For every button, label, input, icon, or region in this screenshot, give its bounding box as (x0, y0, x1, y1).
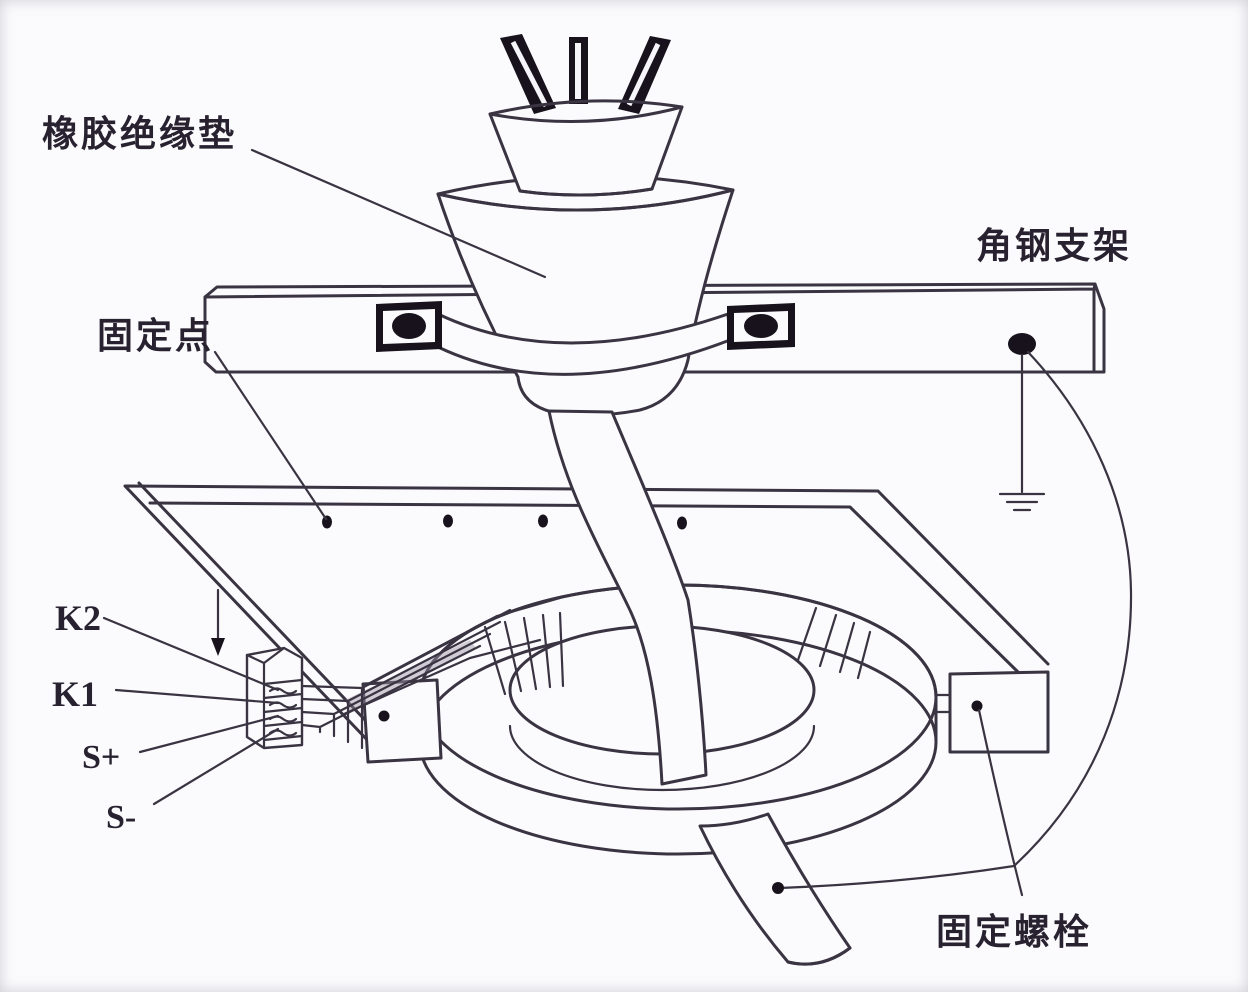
tray-inner-edge (148, 501, 1020, 674)
left-corner-bolt-dot (378, 710, 390, 722)
label-fixing-bolt: 固定螺栓 (936, 911, 1092, 952)
bushing (436, 174, 735, 417)
k2-leader (102, 616, 280, 692)
ring-winding-left (483, 611, 565, 696)
label-terminal-s-plus: S+ (82, 739, 120, 776)
terminal-rows (262, 678, 304, 742)
annotations (102, 148, 1133, 897)
cable-ground-dot (772, 882, 784, 894)
terminal-block (245, 646, 304, 750)
right-bolt-oval (744, 314, 778, 338)
rubber-pad-leader (250, 148, 547, 279)
cup-rim-back (488, 99, 684, 116)
cone-rim-front (436, 188, 735, 212)
tray-corner-blocks (361, 670, 1050, 764)
mounting-tray (123, 481, 1050, 747)
tray-hole-dot-2 (443, 514, 453, 528)
ring-winding-right (796, 606, 872, 680)
tray-hole-dot-4 (677, 516, 687, 530)
beam-bolt-dot (1008, 333, 1036, 355)
label-rubber-pad: 橡胶绝缘垫 (42, 113, 237, 154)
fixing-bolt-dot (971, 700, 983, 712)
label-angle-steel-bracket: 角钢支架 (976, 225, 1132, 266)
label-terminal-k2: K2 (55, 598, 101, 638)
down-arrow (211, 588, 225, 656)
s-minus-leader (152, 727, 280, 806)
fixing-point-leader (213, 350, 328, 521)
right-corner-block (948, 670, 1050, 754)
tray-left-inner-edge (137, 481, 388, 744)
tray-hole-dot-3 (538, 514, 548, 528)
bushing-cone-body (436, 188, 735, 417)
terminal-leaders (102, 616, 280, 806)
cable-body (547, 409, 708, 786)
label-terminal-s-minus: S- (106, 799, 136, 836)
label-fixing-point: 固定点 (97, 315, 214, 356)
ring-bottom-edge (418, 740, 938, 856)
k1-leader (114, 688, 280, 705)
label-terminal-k1: K1 (52, 674, 98, 714)
tray-hole-dot-1 (322, 515, 332, 529)
prong-left-stripe (510, 40, 549, 108)
prong-right-stripe (626, 42, 661, 107)
ramp-wires (318, 608, 512, 729)
ground-symbol (998, 492, 1046, 512)
fixing-bolt-leader (977, 708, 1024, 897)
s-plus-leader (138, 714, 280, 754)
bolt-plates (376, 301, 795, 352)
plug-cup (488, 99, 684, 197)
wire-brackets (300, 684, 364, 750)
cup-bottom (518, 187, 654, 197)
ground-wire-curve (778, 350, 1133, 890)
plug-prongs (500, 34, 671, 114)
tray-outer-edge (123, 484, 1050, 747)
left-bolt-oval (392, 313, 426, 339)
cable-tail-end (786, 946, 852, 966)
secondary-wiring (245, 596, 562, 750)
ramp-bottom-edge (342, 638, 542, 716)
cup-body (488, 105, 684, 197)
ring-hole-far-wall (508, 724, 816, 792)
labels: 橡胶绝缘垫 角钢支架 固定点 K2 K1 S+ S- 固定螺栓 (42, 113, 1132, 952)
